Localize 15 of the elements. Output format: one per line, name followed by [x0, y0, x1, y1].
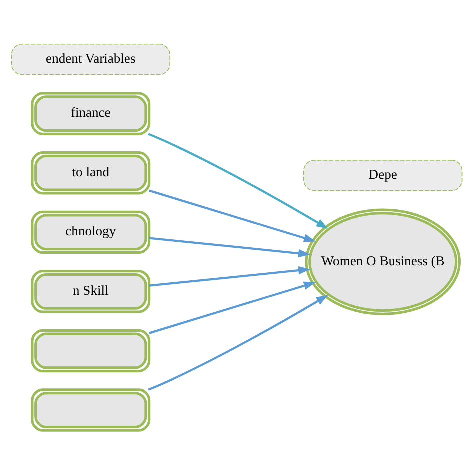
node-box: endent Variables — [11, 43, 171, 75]
node-box: n Skill — [31, 270, 151, 313]
arrow — [149, 236, 310, 258]
arrow — [149, 281, 316, 334]
arrow — [148, 132, 328, 228]
arrow — [149, 266, 310, 286]
node-box: Depe — [303, 160, 463, 191]
node-box: chnology — [31, 210, 151, 254]
arrow — [148, 294, 328, 390]
node-box — [31, 388, 151, 432]
node-ellipse: Women O Business (B — [305, 208, 462, 315]
node-box: finance — [31, 92, 151, 135]
arrow — [149, 189, 316, 242]
node-box: to land — [31, 151, 151, 194]
node-box — [31, 328, 151, 372]
